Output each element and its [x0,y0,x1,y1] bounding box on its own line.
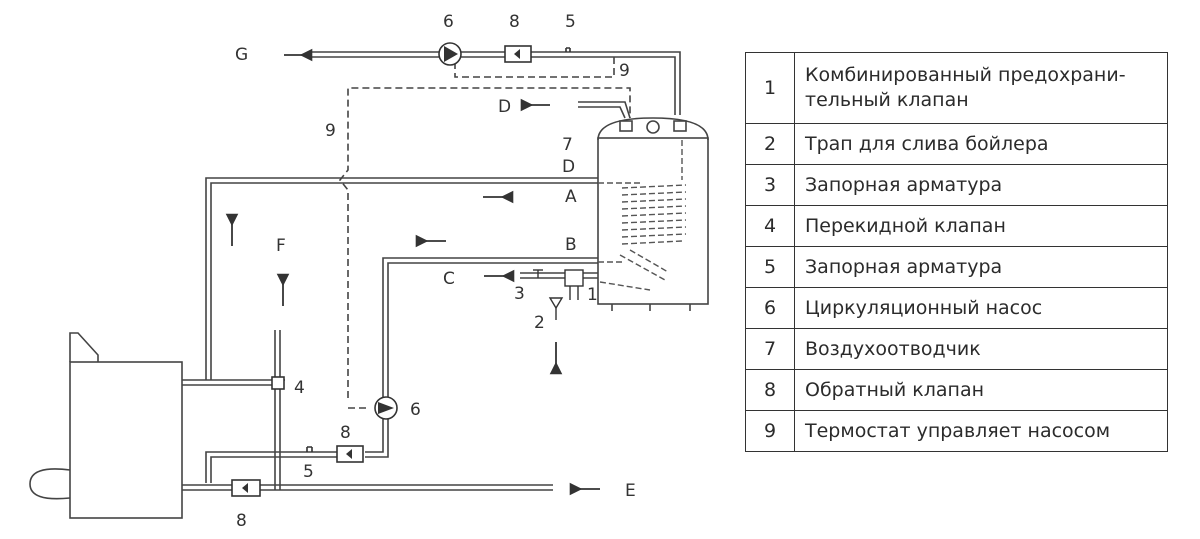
heating-coil [598,140,687,291]
shutoff-valve-bottom [306,446,313,452]
legend-number: 8 [745,369,795,411]
legend-number: 2 [745,123,795,165]
legend-number: 3 [745,164,795,206]
legend-description: Запорная арматура [794,246,1168,288]
label-f: F [276,236,286,256]
legend-description: Циркуляционный насос [794,287,1168,329]
legend-description: Обратный клапан [794,369,1168,411]
legend-number: 7 [745,328,795,370]
legend-number: 5 [745,246,795,288]
legend-description: Перекидной клапан [794,205,1168,247]
label-b: B [565,235,577,255]
shutoff-valve-top [565,47,571,52]
hydraulic-scheme: G D D A B C F E 6 8 5 9 9 7 3 2 1 4 6 8 … [29,12,709,531]
three-way-valve [271,376,285,390]
check-valve-mid [336,445,364,463]
legend-description: Запорная арматура [794,164,1168,206]
legend-number: 4 [745,205,795,247]
label-1: 1 [587,285,598,305]
flow-arrows [225,48,600,496]
check-valve-bottom [231,479,261,497]
label-d-mid: D [562,157,575,177]
label-9-left: 9 [325,121,336,141]
legend-description: Трап для слива бойлера [794,123,1168,165]
pump-bottom [374,396,398,420]
label-6-top: 6 [443,12,454,32]
drain-funnel [548,297,564,320]
label-5-top: 5 [565,12,576,32]
pump-top [438,42,462,66]
label-c: C [443,269,455,289]
label-8-top: 8 [509,12,520,32]
label-d-top: D [498,97,511,117]
label-4: 4 [294,378,305,398]
label-7: 7 [562,135,573,155]
label-6-bottom: 6 [410,400,421,420]
label-8-mid: 8 [340,423,351,443]
legend-number: 6 [745,287,795,329]
solid-pipes [182,51,681,491]
safety-valve [533,269,584,300]
label-a: A [565,187,577,207]
label-2: 2 [534,313,545,333]
legend-description: Комбинированный предохрани-тельный клапа… [794,52,1168,124]
label-e: E [625,481,636,501]
heating-boiler [29,332,183,519]
legend-description: Термостат управляет насосом [794,410,1168,452]
label-3: 3 [514,284,525,304]
label-9-right: 9 [619,61,630,81]
label-8-bottom: 8 [236,511,247,531]
legend-number: 9 [745,410,795,452]
legend-description: Воздухоотводчик [794,328,1168,370]
thermostat-control-lines [338,57,631,409]
legend-number: 1 [745,52,795,124]
check-valve-top [504,45,532,63]
label-5-bottom: 5 [303,462,314,482]
label-g: G [235,45,248,65]
